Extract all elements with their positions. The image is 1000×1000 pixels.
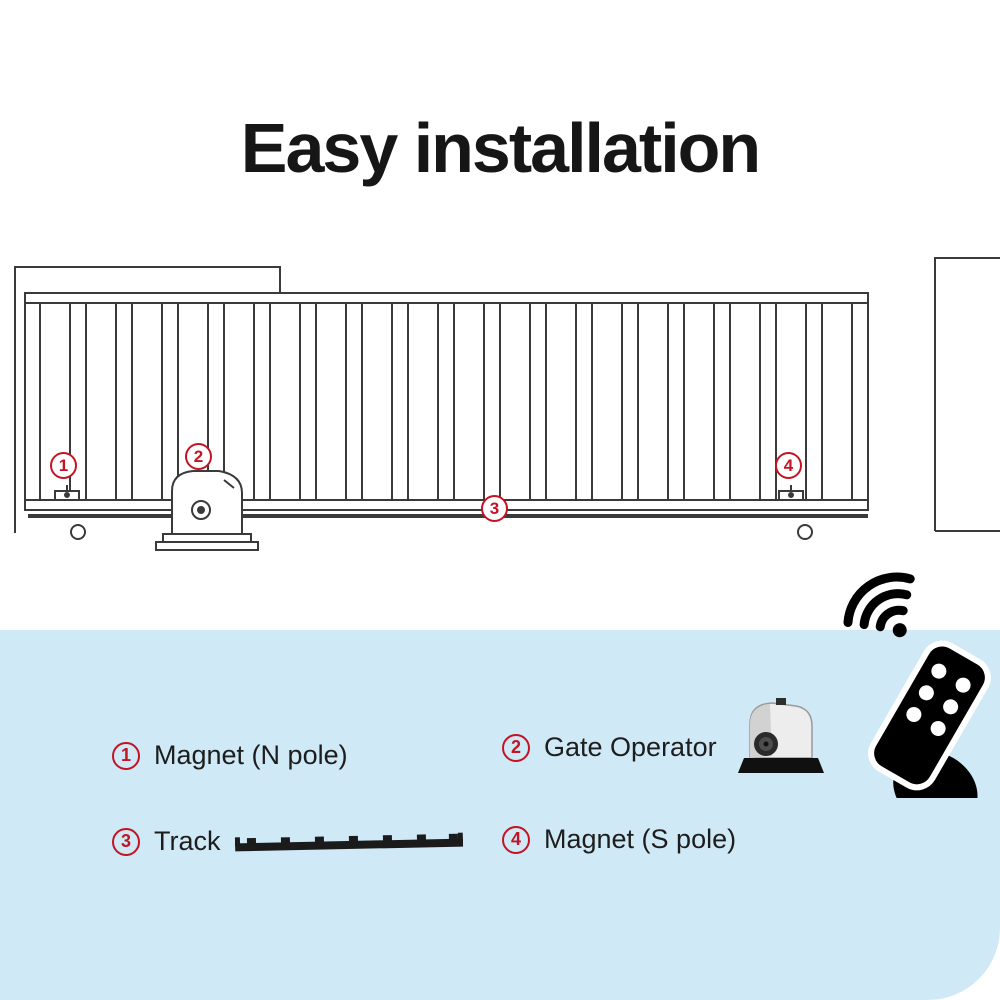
callout-2-operator: 2 xyxy=(185,443,212,470)
right-post-outline xyxy=(934,257,1000,532)
page-title: Easy installation xyxy=(240,109,761,187)
legend-num-2: 2 xyxy=(510,737,521,757)
legend-label-track: Track xyxy=(154,826,221,856)
legend-item-magnet-s: 4 Magnet (S pole) xyxy=(502,824,736,855)
legend-label-magnet-s: Magnet (S pole) xyxy=(544,824,737,854)
gate-wheel-right xyxy=(797,524,813,540)
gate-operator-drawing xyxy=(155,470,259,551)
gate-operator-photo xyxy=(738,698,824,773)
legend-num-1: 1 xyxy=(120,745,131,765)
track-rack-photo xyxy=(234,832,463,851)
callout-1-number: 1 xyxy=(58,455,69,475)
remote-body xyxy=(868,640,991,798)
callout-4-magnet-s: 4 xyxy=(775,452,802,479)
magnet-s-icon xyxy=(778,485,804,501)
wifi-signal-icon xyxy=(843,572,915,638)
gate-pickets xyxy=(39,302,853,501)
legend-badge-1: 1 xyxy=(112,741,140,770)
callout-2-number: 2 xyxy=(193,446,204,466)
legend-badge-4: 4 xyxy=(502,825,530,854)
legend-label-magnet-n: Magnet (N pole) xyxy=(154,740,348,770)
legend-label-gate-operator: Gate Operator xyxy=(544,732,717,762)
gate-wheel-left xyxy=(70,524,86,540)
legend-item-magnet-n: 1 Magnet (N pole) xyxy=(112,740,348,771)
gate-bottom-rail xyxy=(24,499,869,511)
legend-item-gate-operator: 2 Gate Operator xyxy=(502,732,717,763)
legend-panel xyxy=(0,630,1000,1000)
remote-control-icon xyxy=(843,572,991,798)
legend-num-4: 4 xyxy=(510,829,521,849)
gate-top-rail xyxy=(24,292,869,304)
callout-3-track: 3 xyxy=(481,495,508,522)
legend-badge-3: 3 xyxy=(112,827,140,856)
remote-buttons xyxy=(906,663,971,736)
legend-badge-2: 2 xyxy=(502,733,530,762)
magnet-n-icon xyxy=(54,485,80,501)
callout-3-number: 3 xyxy=(489,498,500,518)
legend-item-track: 3 Track xyxy=(112,826,463,857)
left-wall-outline xyxy=(14,266,281,533)
legend-num-3: 3 xyxy=(120,831,131,851)
callout-1-magnet-n: 1 xyxy=(50,452,77,479)
callout-4-number: 4 xyxy=(783,455,794,475)
